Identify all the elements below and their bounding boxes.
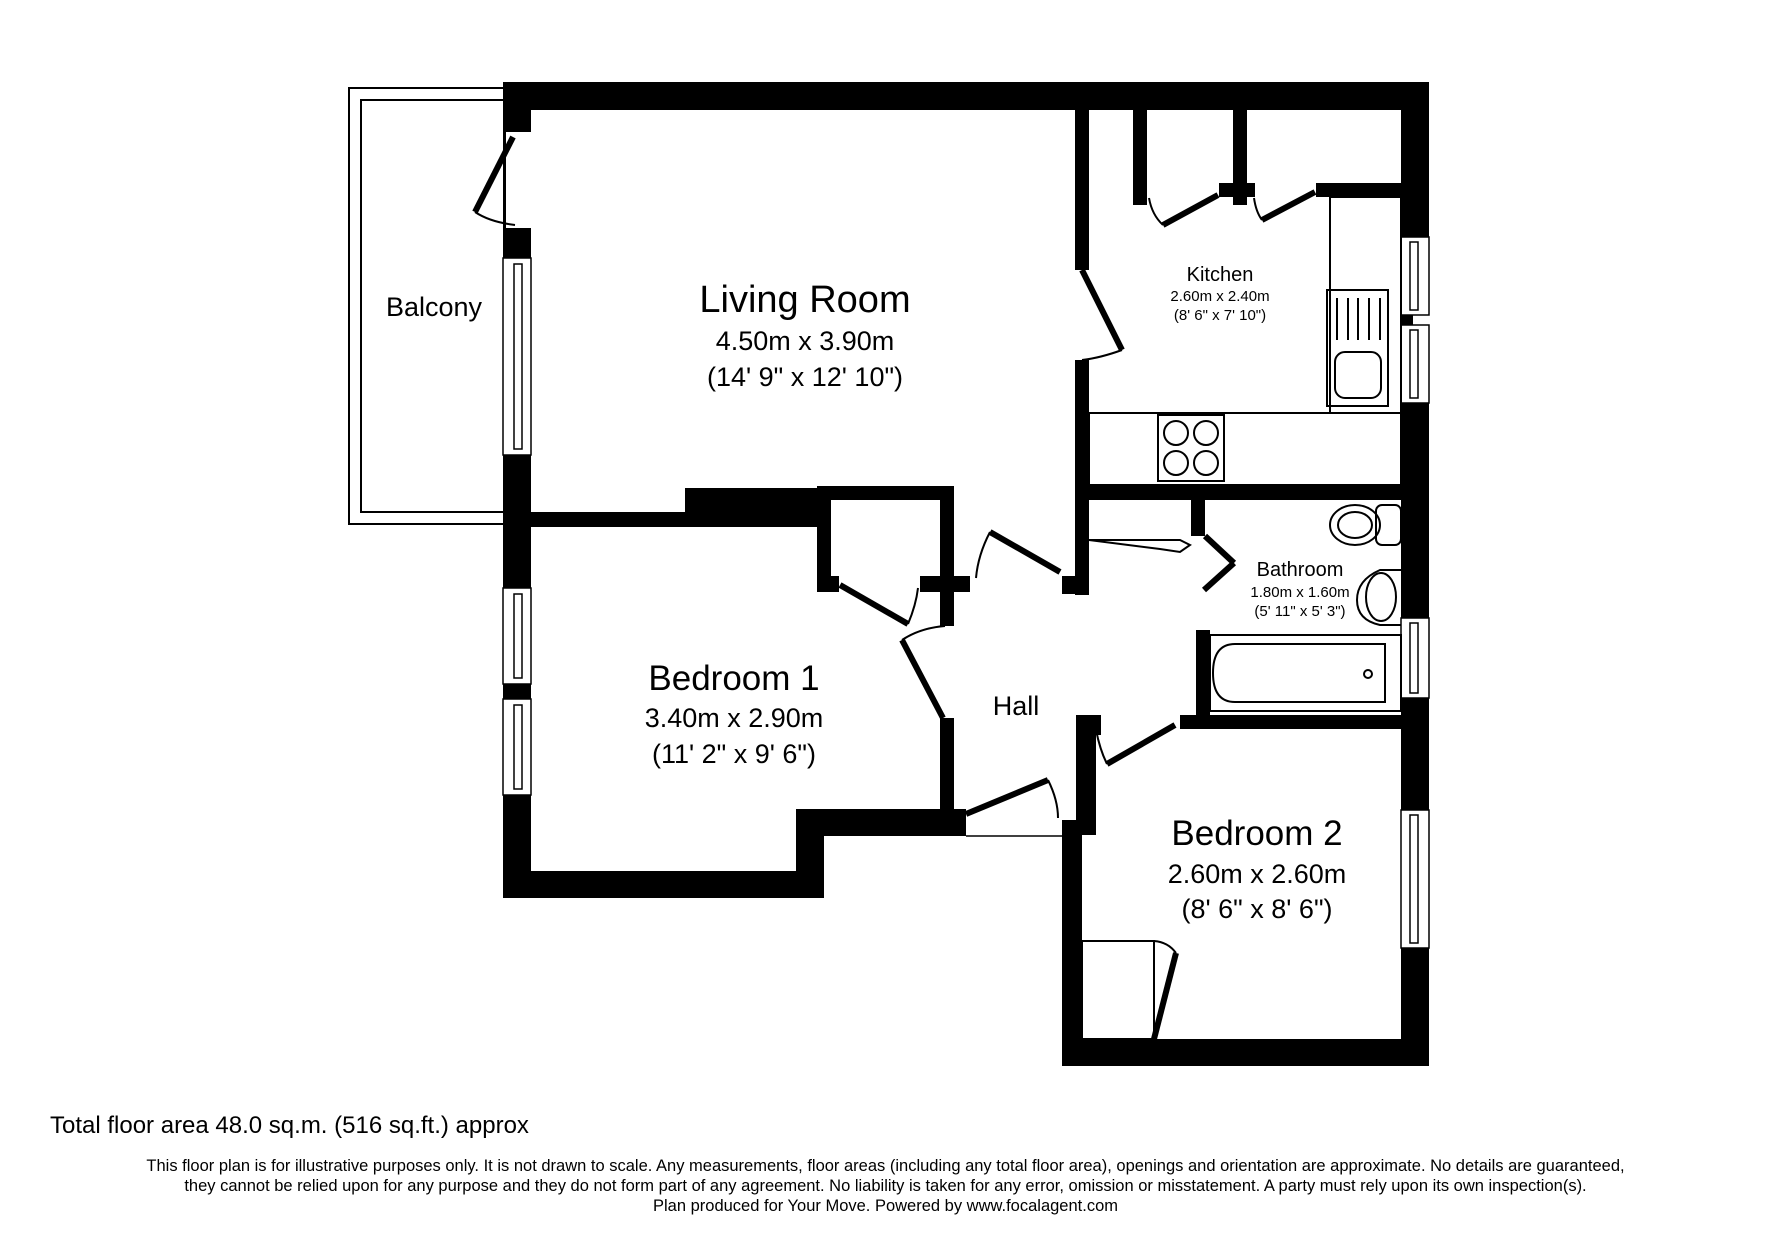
kitchen-metric: 2.60m x 2.40m [1170,288,1269,305]
bedroom-1-imperial: (11' 2" x 9' 6") [652,739,816,769]
bedroom-1-label: Bedroom 1 [648,659,819,698]
sink-icon [1326,289,1389,407]
bathroom-label: Bathroom [1257,559,1344,581]
doors [472,132,1317,837]
living-room-label: Living Room [699,279,910,321]
bedroom-2-imperial: (8' 6" x 8' 6") [1181,894,1332,924]
hob-icon [1157,414,1225,482]
bathroom-metric: 1.80m x 1.60m [1250,584,1349,601]
bedroom-1-metric: 3.40m x 2.90m [645,703,824,733]
living-room-imperial: (14' 9" x 12' 10") [707,362,903,392]
total-floor-area: Total floor area 48.0 sq.m. (516 sq.ft.)… [50,1112,529,1139]
toilet-icon [1329,504,1402,546]
floor-plan: Balcony Living Room 4.50m x 3.90m (14' 9… [348,82,1430,1066]
disclaimer: This floor plan is for illustrative purp… [0,1156,1771,1216]
bath-icon [1209,634,1402,712]
hall-label: Hall [993,691,1040,721]
wardrobe-icon [1081,940,1179,1040]
basin-icon [1355,569,1401,626]
bedroom-2-label: Bedroom 2 [1171,814,1342,853]
credit-line: Plan produced for Your Move. Powered by … [652,1197,1118,1215]
kitchen-label: Kitchen [1187,264,1254,286]
disclaimer-line-1: This floor plan is for illustrative purp… [146,1157,1625,1175]
bedroom-2-metric: 2.60m x 2.60m [1168,859,1347,889]
walls [503,82,1429,1066]
living-room-metric: 4.50m x 3.90m [716,326,895,356]
windows [502,236,1430,949]
disclaimer-line-2: they cannot be relied upon for any purpo… [184,1177,1587,1195]
kitchen-imperial: (8' 6" x 7' 10") [1174,307,1266,324]
bathroom-imperial: (5' 11" x 5' 3") [1254,603,1345,620]
kitchen-units [1088,196,1402,486]
balcony-label: Balcony [386,292,483,322]
